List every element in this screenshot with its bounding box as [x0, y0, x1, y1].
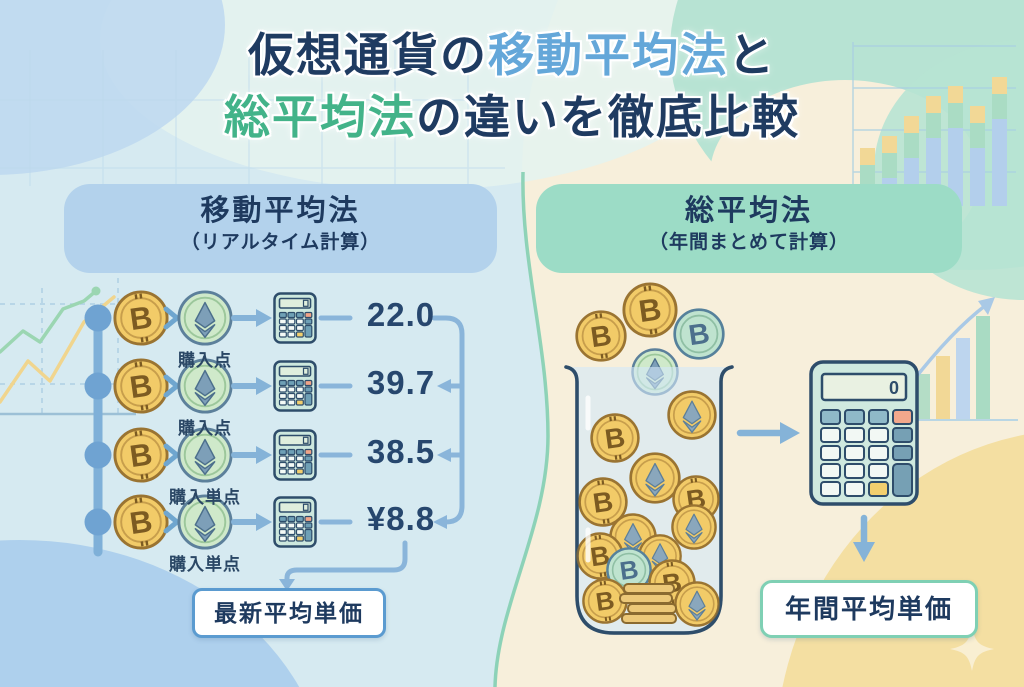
arrow-right-icon [231, 446, 272, 464]
arrow-right-icon [231, 377, 272, 395]
coin-stack [619, 583, 677, 624]
timeline-dot [84, 372, 112, 400]
total-average-header: 総平均法 （年間まとめて計算） [536, 184, 962, 273]
timeline [84, 304, 112, 557]
purchase-label: 購入単点 [169, 555, 241, 574]
title-text: 仮想通貨の [248, 29, 488, 81]
bitcoin-coin-icon [575, 310, 627, 362]
bitcoin-coin-icon [113, 290, 169, 346]
title-line-2: 総平均法の違いを徹底比較 [0, 86, 1024, 148]
arrow-to-result [279, 540, 408, 591]
moving-average-title: 移動平均法 [200, 195, 361, 227]
calculator-icon [273, 496, 317, 548]
timeline-dot [84, 441, 112, 469]
big-calculator-icon: 0 [809, 360, 919, 506]
jar-coins [576, 390, 720, 627]
average-value: 39.7 [366, 364, 436, 401]
title-highlight-moving-average: 移動平均法 [488, 29, 728, 81]
grid-lines [0, 50, 505, 186]
arrow-right-icon [231, 309, 272, 327]
purchase-label: 購入点 [178, 419, 232, 438]
purchase-label: 購入単点 [169, 488, 241, 507]
moving-average-header: 移動平均法 （リアルタイム計算） [64, 184, 497, 273]
bottom-left-blue-blob [0, 540, 300, 687]
calculator-icon [273, 429, 317, 481]
title-mint-blob [100, 0, 740, 190]
calculator-display: 0 [889, 378, 899, 398]
purchase-label: 購入点 [178, 351, 232, 370]
title-line-1: 仮想通貨の移動平均法と [0, 24, 1024, 86]
arrow-right-icon [736, 422, 800, 444]
title-text: と [728, 29, 776, 81]
flow-row [113, 494, 353, 550]
moving-average-subtitle: （リアルタイム計算） [180, 232, 381, 253]
flow-row [113, 290, 353, 346]
chevron-icon [163, 306, 180, 330]
chevron-icon [163, 510, 180, 534]
ethereum-coin-icon [177, 290, 233, 346]
average-value: 38.5 [366, 433, 436, 470]
calculator-screen [820, 372, 908, 402]
timeline-dot [84, 508, 112, 536]
average-value: ¥8.8 [366, 500, 436, 537]
bitcoin-coin-green-icon [673, 308, 725, 360]
timeline-dot [84, 304, 112, 332]
average-value: 22.0 [366, 296, 436, 333]
total-average-subtitle: （年間まとめて計算） [648, 232, 849, 253]
flow-row [113, 358, 353, 414]
sparkle-icon [950, 627, 994, 671]
calculator-buttons [820, 409, 913, 497]
page-title: 仮想通貨の移動平均法と 総平均法の違いを徹底比較 [0, 24, 1024, 148]
divider-curve [493, 171, 550, 687]
title-highlight-total-average: 総平均法 [224, 91, 416, 143]
arrow-down-icon [853, 514, 875, 562]
total-average-title: 総平均法 [684, 195, 813, 227]
bitcoin-coin-icon [622, 282, 678, 338]
annual-average-box: 年間平均単価 [760, 580, 978, 638]
title-text: の違いを徹底比較 [416, 91, 800, 143]
flow-row [113, 427, 353, 483]
latest-average-box: 最新平均単価 [192, 588, 386, 638]
chevron-icon [163, 374, 180, 398]
calculator-icon [273, 360, 317, 412]
chevron-icon [163, 443, 180, 467]
arrow-right-icon [231, 513, 272, 531]
calculator-icon [273, 292, 317, 344]
top-left-blue-blob [0, 0, 225, 175]
feedback-bracket [431, 315, 465, 529]
beaker-icon [564, 365, 734, 635]
